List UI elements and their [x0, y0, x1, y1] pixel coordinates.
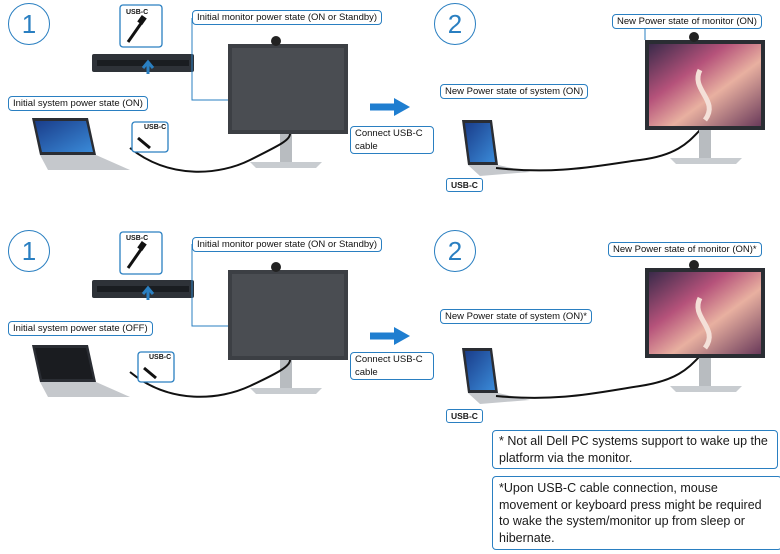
usb-c-laptop-tag-row2: USB-C [149, 354, 172, 361]
usb-c-result-tag-row1: USB-C [446, 178, 483, 192]
laptop-result-row1 [462, 120, 530, 176]
monitor-off-row2 [228, 262, 348, 394]
footnote-support: * Not all Dell PC systems support to wak… [492, 430, 778, 469]
usb-c-result-tag-row2: USB-C [446, 409, 483, 423]
usb-c-dock-tag-row2: USB-C [126, 235, 149, 242]
footnote-wake: *Upon USB-C cable connection, mouse move… [492, 476, 780, 550]
usb-c-dock-tag-row1: USB-C [126, 9, 149, 16]
step-2-row1: 2 [434, 3, 476, 45]
dock-bar-row1 [92, 54, 194, 72]
system-new-state-label-row1: New Power state of system (ON) [440, 84, 589, 99]
monitor-new-state-label-row1: New Power state of monitor (ON) [612, 14, 762, 29]
monitor-on-row1 [645, 32, 765, 164]
monitor-new-state-label-row2: New Power state of monitor (ON)* [608, 242, 762, 257]
step-1-row2: 1 [8, 230, 50, 272]
step-2-row2: 2 [434, 230, 476, 272]
action-label-row1: Connect USB-C cable [350, 126, 434, 154]
laptop-off-row2 [32, 345, 130, 397]
system-initial-state-label-row2: Initial system power state (OFF) [8, 321, 153, 336]
step-1-row1: 1 [8, 3, 50, 45]
up-arrow-row2 [141, 285, 155, 300]
action-label-row2: Connect USB-C cable [350, 352, 434, 380]
dock-bar-row2 [92, 280, 194, 298]
system-initial-state-label-row1: Initial system power state (ON) [8, 96, 148, 111]
monitor-on-row2 [645, 260, 765, 392]
usb-cable-row2 [129, 359, 291, 398]
usb-cable-row1 [129, 133, 291, 173]
laptop-result-row2 [462, 348, 530, 404]
monitor-initial-state-label-row1: Initial monitor power state (ON or Stand… [192, 10, 383, 25]
monitor-initial-state-label-row2: Initial monitor power state (ON or Stand… [192, 237, 383, 252]
usb-cable-result-row2 [495, 353, 703, 399]
usb-plug-row1 [126, 21, 144, 43]
usb-c-laptop-tag-row1: USB-C [144, 124, 167, 131]
laptop-on-row1 [32, 118, 130, 170]
monitor-off-row1 [228, 36, 348, 168]
system-new-state-label-row2: New Power state of system (ON)* [440, 309, 593, 324]
up-arrow-row1 [141, 59, 155, 74]
usb-cable-result-row1 [495, 127, 703, 172]
